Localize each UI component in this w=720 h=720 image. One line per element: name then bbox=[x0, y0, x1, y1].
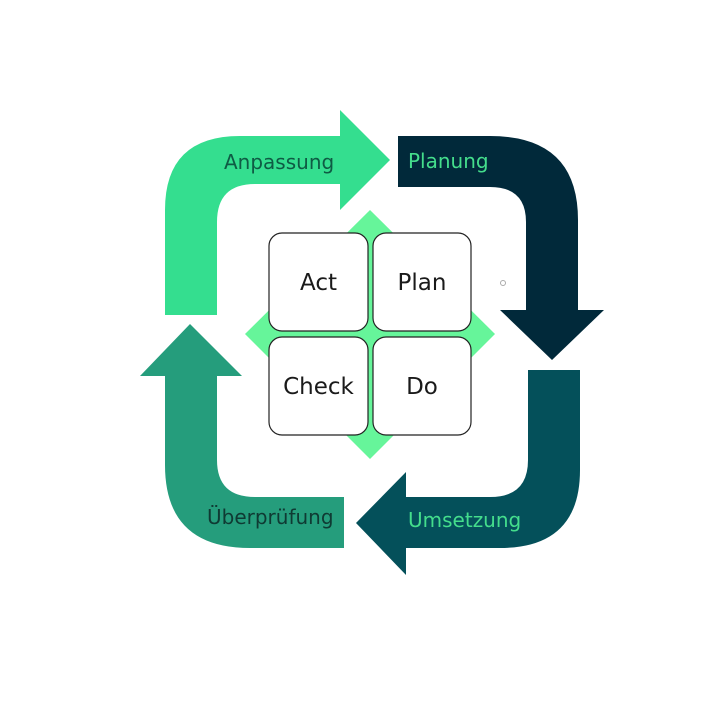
umsetzung-arrow bbox=[356, 370, 580, 575]
do-box bbox=[372, 336, 472, 436]
small-circle-marker bbox=[500, 280, 506, 286]
planung-arrow bbox=[398, 136, 604, 360]
umsetzung-label: Umsetzung bbox=[408, 508, 521, 532]
ueberpruefung-label: Überprüfung bbox=[207, 505, 334, 529]
plan-label: Plan bbox=[398, 270, 447, 296]
anpassung-arrow bbox=[165, 110, 390, 315]
planung-label: Planung bbox=[408, 149, 489, 173]
check-label: Check bbox=[283, 374, 354, 400]
do-label: Do bbox=[406, 374, 438, 400]
ueberpruefung-arrow bbox=[140, 324, 344, 548]
plan-box bbox=[372, 232, 472, 332]
anpassung-label: Anpassung bbox=[224, 150, 334, 174]
check-box bbox=[268, 336, 369, 436]
act-box bbox=[268, 232, 369, 332]
act-label: Act bbox=[300, 270, 337, 296]
